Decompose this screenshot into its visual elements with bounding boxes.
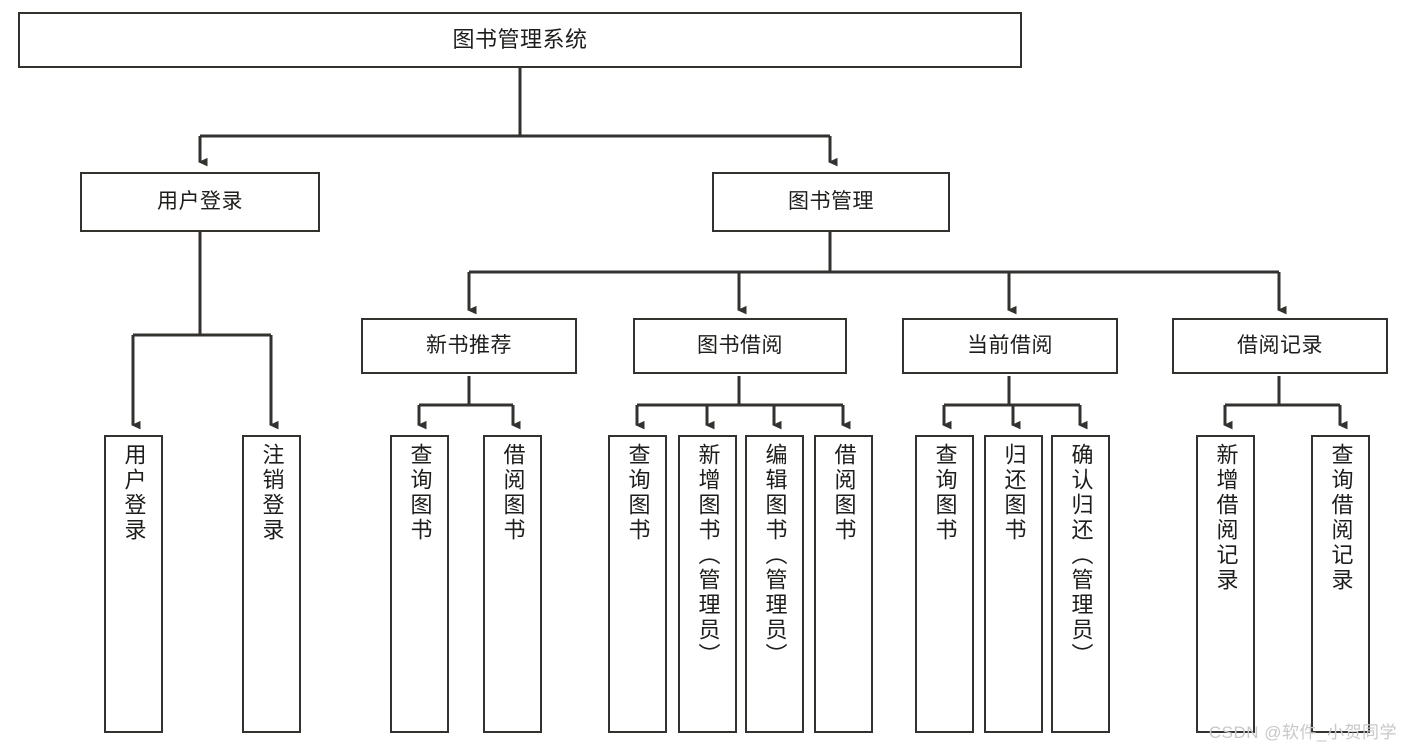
node-leaf-return-book-label: 归还图书 — [1001, 443, 1027, 543]
node-leaf-add-book-admin-label: 新增图书（管理员） — [695, 443, 721, 668]
node-book-borrow-label: 图书借阅 — [697, 333, 783, 357]
node-leaf-edit-book-admin[interactable]: 编辑图书（管理员） — [745, 435, 804, 733]
node-book-borrow[interactable]: 图书借阅 — [633, 318, 847, 374]
node-leaf-confirm-return-admin-label: 确认归还（管理员） — [1068, 443, 1094, 668]
node-leaf-query-borrow-record-label: 查询借阅记录 — [1328, 443, 1354, 593]
node-leaf-borrow-query-book[interactable]: 查询图书 — [608, 435, 667, 733]
node-leaf-borrow-query-book-label: 查询图书 — [625, 443, 651, 543]
node-current-borrow-label: 当前借阅 — [967, 333, 1053, 357]
node-leaf-add-borrow-record[interactable]: 新增借阅记录 — [1196, 435, 1255, 733]
node-root[interactable]: 图书管理系统 — [18, 12, 1022, 68]
node-leaf-new-book-borrow[interactable]: 借阅图书 — [483, 435, 542, 733]
node-leaf-new-book-query[interactable]: 查询图书 — [390, 435, 449, 733]
node-leaf-logout[interactable]: 注销登录 — [242, 435, 301, 733]
node-book-management-label: 图书管理 — [788, 189, 874, 213]
node-leaf-current-query-book-label: 查询图书 — [932, 443, 958, 543]
node-root-label: 图书管理系统 — [452, 27, 588, 53]
node-leaf-add-borrow-record-label: 新增借阅记录 — [1213, 443, 1239, 593]
node-new-book-recommend[interactable]: 新书推荐 — [361, 318, 577, 374]
node-leaf-new-book-query-label: 查询图书 — [407, 443, 433, 543]
node-user-login[interactable]: 用户登录 — [80, 172, 320, 232]
node-leaf-edit-book-admin-label: 编辑图书（管理员） — [762, 443, 788, 668]
node-leaf-user-login[interactable]: 用户登录 — [104, 435, 163, 733]
node-leaf-borrow-book[interactable]: 借阅图书 — [814, 435, 873, 733]
node-borrow-record[interactable]: 借阅记录 — [1172, 318, 1388, 374]
node-user-login-label: 用户登录 — [157, 189, 243, 213]
node-leaf-user-login-label: 用户登录 — [121, 443, 147, 543]
node-new-book-recommend-label: 新书推荐 — [426, 333, 512, 357]
node-leaf-confirm-return-admin[interactable]: 确认归还（管理员） — [1051, 435, 1110, 733]
node-current-borrow[interactable]: 当前借阅 — [902, 318, 1118, 374]
node-leaf-new-book-borrow-label: 借阅图书 — [500, 443, 526, 543]
csdn-watermark: CSDN @软件_小贺同学 — [1208, 723, 1397, 742]
node-leaf-borrow-book-label: 借阅图书 — [831, 443, 857, 543]
node-leaf-current-query-book[interactable]: 查询图书 — [915, 435, 974, 733]
node-borrow-record-label: 借阅记录 — [1237, 333, 1323, 357]
node-leaf-return-book[interactable]: 归还图书 — [984, 435, 1043, 733]
node-leaf-add-book-admin[interactable]: 新增图书（管理员） — [678, 435, 737, 733]
node-leaf-logout-label: 注销登录 — [259, 443, 285, 543]
node-leaf-query-borrow-record[interactable]: 查询借阅记录 — [1311, 435, 1370, 733]
node-book-management[interactable]: 图书管理 — [712, 172, 950, 232]
